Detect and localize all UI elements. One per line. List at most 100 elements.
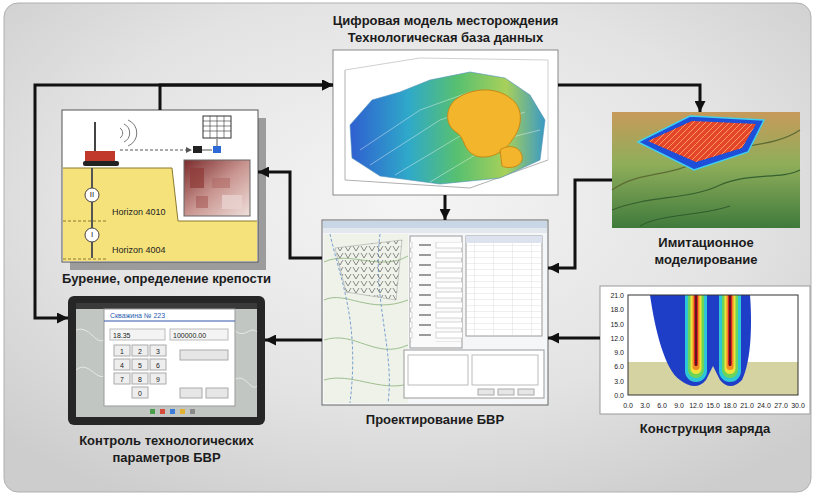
tablet-field-text: 7 [120, 375, 124, 382]
tablet-picture [114, 359, 130, 370]
design-software-picture [518, 389, 534, 395]
drilling-picture [203, 116, 231, 138]
charge-chart-picture [722, 295, 738, 378]
drilling-picture [184, 160, 250, 216]
deposit-model-picture [333, 50, 558, 195]
tablet-field-text: 2 [138, 347, 142, 354]
tablet-picture [170, 329, 228, 340]
tablet-picture [110, 329, 165, 340]
flow-arrow [558, 85, 700, 112]
tablet-picture [76, 303, 257, 417]
tablet-field-text: Скважина № 223 [110, 312, 165, 319]
design-software-picture [466, 236, 542, 336]
axis-tick-label: 3.0 [640, 402, 650, 409]
simulation-picture [638, 116, 764, 170]
simulation-picture [612, 170, 800, 210]
drilling-picture [91, 168, 93, 258]
design-software-picture [466, 236, 542, 243]
box-caption: Проектирование БВР [302, 411, 568, 428]
tablet-field-text: 9 [156, 375, 160, 382]
drilling-picture [190, 168, 204, 188]
design-software-picture [323, 221, 547, 228]
drilling-picture [196, 196, 208, 208]
box-caption: Контроль технологических параметров БВР [57, 432, 277, 466]
tablet-field-text: 100000.00 [173, 331, 206, 338]
tablet-picture [170, 409, 175, 414]
flow-arrow [548, 337, 600, 340]
tablet-picture [150, 409, 155, 414]
charge-chart-picture [727, 295, 734, 370]
design-software-picture [335, 240, 402, 300]
tablet-picture [132, 345, 148, 356]
charge-chart-picture [650, 295, 751, 386]
deposit-model-picture [500, 147, 522, 168]
axis-tick-label: 27.0 [774, 402, 788, 409]
tablet-picture [180, 388, 202, 398]
tablet-field-text: 6 [156, 361, 160, 368]
design-software-picture [472, 355, 538, 385]
tablet-picture [180, 409, 185, 414]
flow-arrow [444, 195, 447, 220]
tablet-field-text: 3 [156, 347, 160, 354]
axis-tick-label: 18.0 [723, 402, 737, 409]
charge-chart-picture [729, 295, 730, 366]
layer-number: II [90, 191, 94, 199]
tablet-picture [76, 303, 257, 309]
tablet-field-text: 18.35 [113, 331, 131, 338]
design-box: Проектирование БВР [322, 220, 548, 405]
box-caption: Имитационное моделирование [621, 234, 791, 268]
simulation-picture [640, 206, 730, 226]
tablet-picture [160, 409, 165, 414]
flow-arrow [35, 85, 333, 318]
simulation-picture [648, 121, 756, 162]
tablet-picture [104, 309, 235, 406]
axis-tick-label: 12.0 [689, 402, 703, 409]
layer-number: I [91, 231, 93, 239]
simulation-box: Имитационное моделирование [612, 112, 800, 228]
drilling-picture [63, 221, 108, 259]
deposit-model-picture [350, 72, 545, 184]
design-software-picture [466, 243, 542, 335]
tablet-picture [104, 321, 235, 322]
tablet-field-text: 5 [138, 361, 142, 368]
design-software-picture [410, 242, 462, 342]
drilling-picture [120, 150, 186, 151]
drilling-picture [85, 188, 99, 202]
drilling-picture [83, 161, 119, 166]
flow-arrow [548, 180, 612, 268]
axis-tick-label: 15.0 [706, 402, 720, 409]
axis-tick-label: 15.0 [610, 320, 624, 327]
drilling-picture [120, 120, 137, 146]
tablet-picture [150, 373, 166, 384]
axis-tick-label: 18.0 [610, 306, 624, 313]
charge-chart-picture [628, 295, 798, 395]
charge-chart-picture [728, 295, 732, 366]
simulation-picture [648, 121, 756, 162]
tablet-field-text: 1 [120, 347, 124, 354]
drilling-picture [186, 147, 192, 153]
axis-tick-label: 12.0 [610, 334, 624, 341]
axis-tick-label: 0.0 [614, 392, 624, 399]
flow-arrow [258, 172, 322, 258]
charge-chart-picture [725, 295, 736, 374]
tablet-picture [68, 296, 265, 425]
flow-arrow [160, 85, 333, 110]
design-software-picture [324, 234, 408, 403]
tablet-picture [68, 296, 265, 425]
tablet-field-text: 4 [120, 361, 124, 368]
tablet-picture [132, 359, 148, 370]
tablet-picture [206, 388, 228, 398]
axis-tick-label: 0.0 [623, 402, 633, 409]
box-caption: Цифровая модель месторождения Технологич… [311, 12, 581, 46]
design-software-picture [410, 236, 462, 348]
charge-chart-picture [695, 295, 696, 366]
drilling-picture [94, 122, 96, 152]
axis-tick-label: 3.0 [614, 377, 624, 384]
axis-tick-label: 30.0 [791, 402, 805, 409]
drilling-picture [193, 146, 202, 153]
horizon-label: Horizon 4004 [112, 246, 166, 255]
box-caption: Бурение, определение крепости [62, 270, 271, 287]
axis-tick-label: 6.0 [657, 402, 667, 409]
charge-chart-picture [688, 295, 704, 378]
